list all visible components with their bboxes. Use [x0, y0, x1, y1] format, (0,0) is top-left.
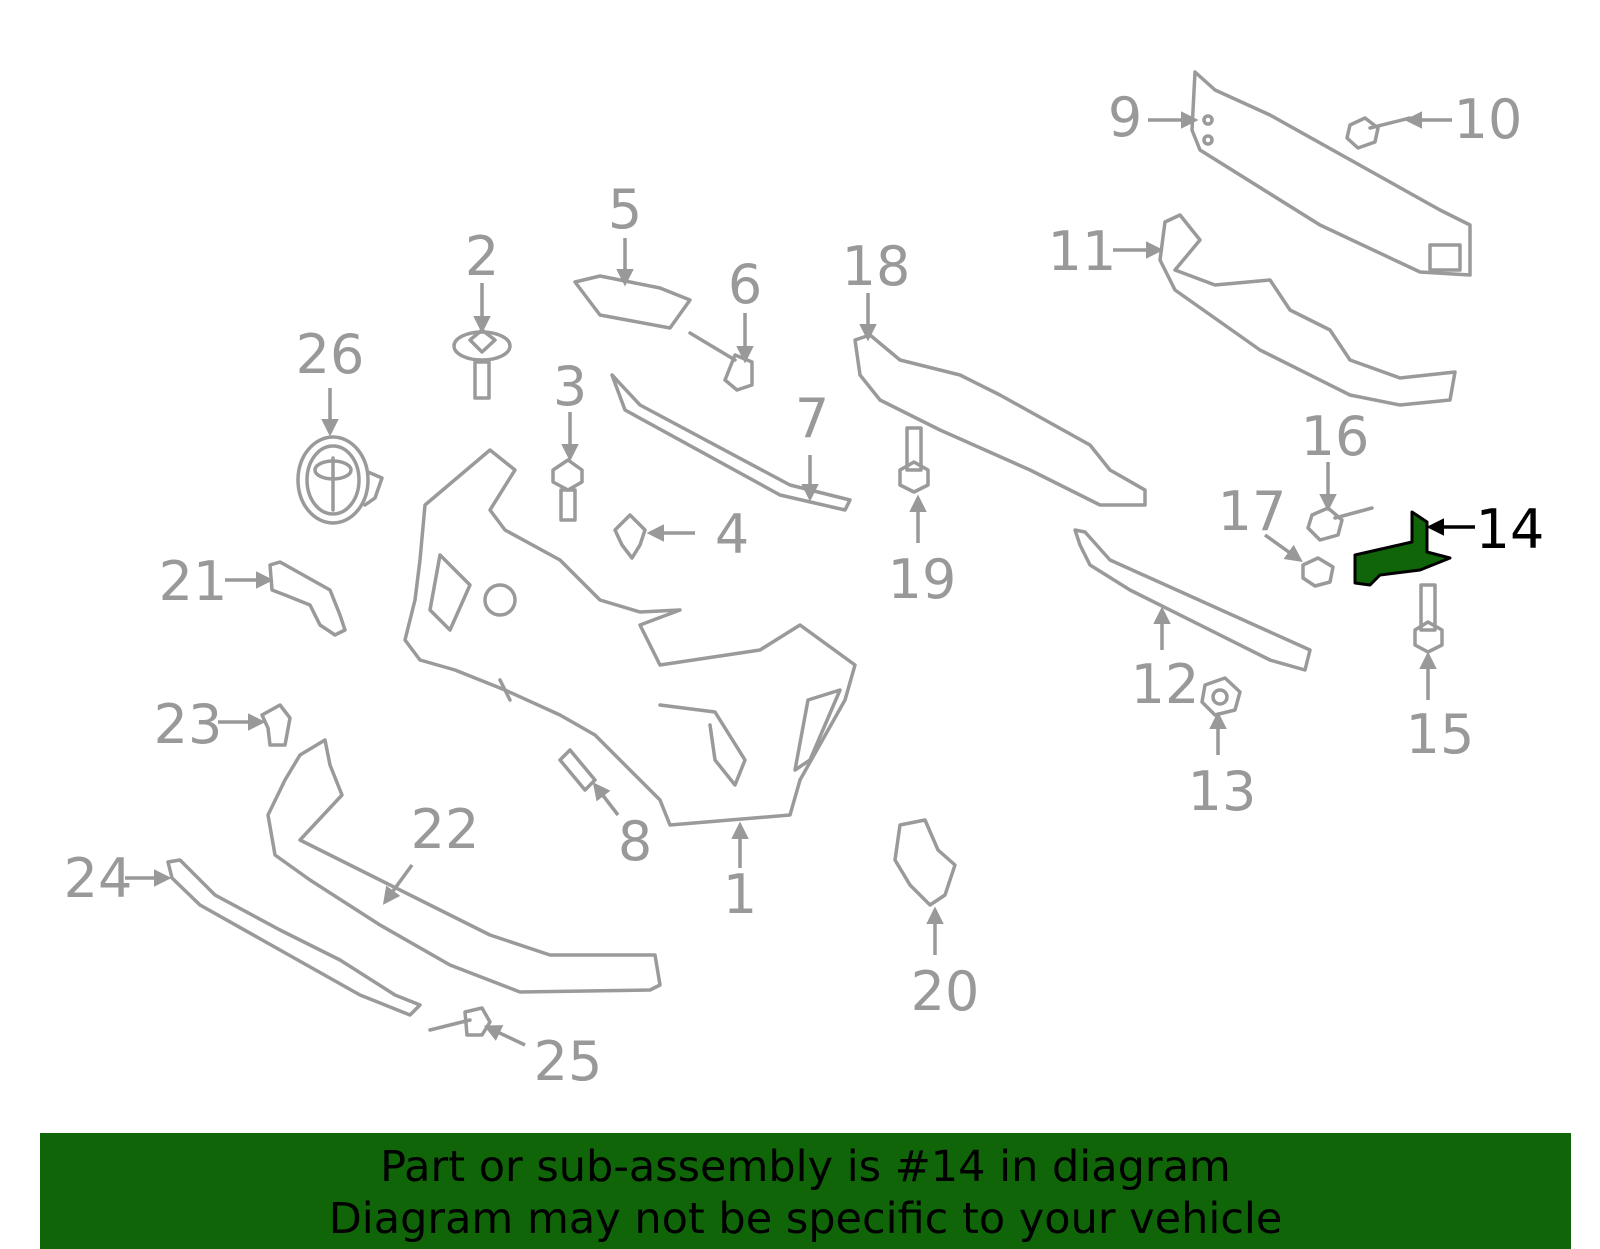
callout-17: 17	[1218, 480, 1287, 543]
callout-21: 21	[159, 550, 228, 613]
callout-2: 2	[465, 225, 499, 288]
callout-15: 15	[1406, 703, 1475, 766]
callout-14: 14	[1476, 498, 1545, 561]
callout-6: 6	[728, 253, 762, 316]
callout-13: 13	[1188, 760, 1257, 823]
callout-9: 9	[1108, 86, 1142, 149]
callout-labels: 1 2 3 4 5 6 7 8 9 10 11 12 13 14 15 16 1…	[64, 86, 1545, 1093]
callout-1: 1	[723, 863, 757, 926]
callout-8: 8	[618, 810, 652, 873]
part-8-clip	[558, 748, 597, 792]
parts-diagram: 1 2 3 4 5 6 7 8 9 10 11 12 13 14 15 16 1…	[64, 70, 1545, 1093]
part-11-absorber	[1158, 213, 1457, 407]
part-18-absorber	[853, 333, 1147, 507]
callout-10: 10	[1454, 88, 1523, 151]
callout-11: 11	[1048, 220, 1117, 283]
part-21-bracket	[268, 560, 347, 637]
banner-line-part: Part or sub-assembly is #14 in diagram	[380, 1142, 1231, 1192]
part-5-bracket	[573, 274, 692, 330]
part-16-bolt	[1306, 506, 1374, 542]
part-3-bolt	[551, 458, 584, 522]
part-26-emblem	[296, 435, 384, 525]
callout-arrows	[125, 111, 1475, 1047]
part-12-lower-beam	[1073, 528, 1312, 672]
callout-25: 25	[534, 1030, 603, 1093]
info-banner: Part or sub-assembly is #14 in diagram D…	[40, 1133, 1571, 1249]
callout-19: 19	[888, 548, 957, 611]
part-9-reinforcement	[1190, 70, 1472, 277]
part-17-nut	[1301, 556, 1335, 588]
part-7-strip	[610, 373, 852, 512]
part-13-nut	[1200, 676, 1242, 717]
part-1-bumper-cover	[403, 448, 857, 827]
callout-24: 24	[64, 847, 133, 910]
part-6-bolt	[688, 331, 754, 392]
callout-4: 4	[715, 503, 749, 566]
callout-22: 22	[411, 798, 480, 861]
banner-line-disclaimer: Diagram may not be specific to your vehi…	[328, 1194, 1283, 1244]
part-23-clip	[260, 703, 292, 747]
callout-18: 18	[842, 235, 911, 298]
callout-3: 3	[553, 355, 587, 418]
part-2-bolt	[452, 328, 512, 400]
callout-16: 16	[1301, 405, 1370, 468]
callout-7: 7	[795, 387, 829, 450]
part-15-bolt	[1413, 583, 1444, 654]
part-14-bracket-highlighted	[1353, 510, 1452, 587]
part-10-bolt	[1345, 116, 1412, 150]
part-4-clip	[613, 513, 647, 560]
callout-5: 5	[608, 178, 642, 241]
part-25-bolt	[428, 1006, 492, 1037]
part-19-bolt	[898, 426, 930, 494]
part-24-molding	[166, 858, 422, 1017]
part-22-lower-spoiler	[266, 738, 662, 994]
part-20-bracket	[893, 818, 957, 907]
callout-26: 26	[296, 323, 365, 386]
callout-23: 23	[154, 693, 223, 756]
callout-12: 12	[1131, 653, 1200, 716]
callout-20: 20	[911, 960, 980, 1023]
